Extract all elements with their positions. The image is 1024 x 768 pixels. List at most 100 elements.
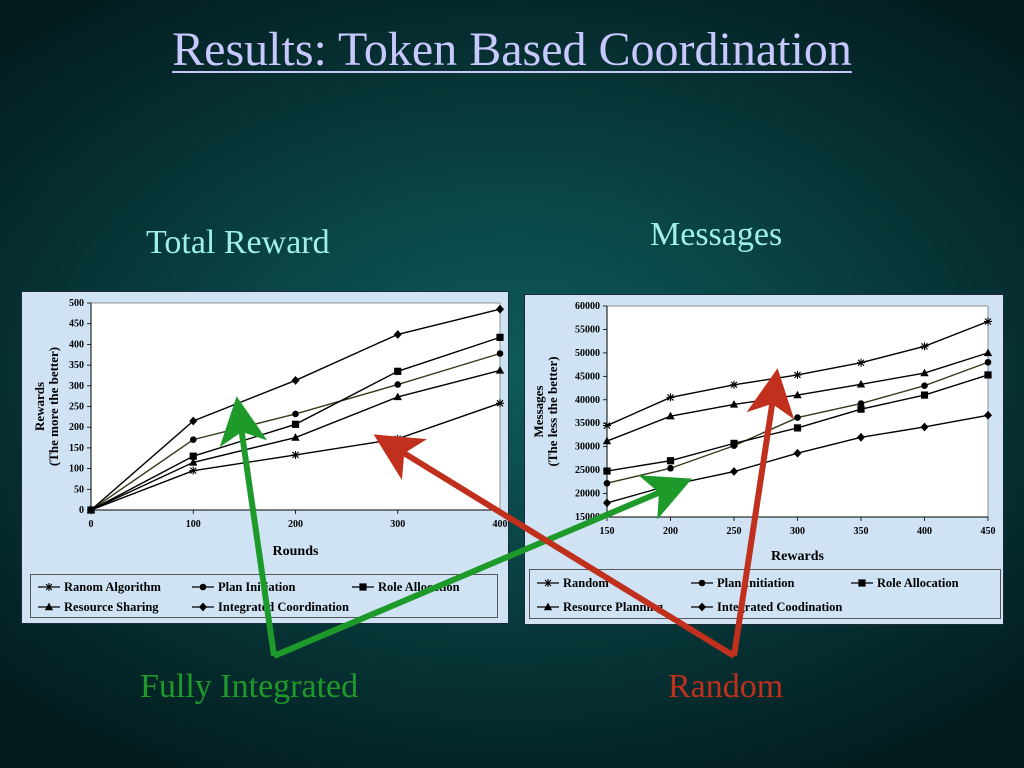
data-point	[984, 371, 992, 379]
data-point	[793, 448, 802, 458]
legend-item: Role Allocation	[351, 579, 460, 595]
data-point	[393, 434, 402, 443]
y-tick-label: 100	[69, 464, 84, 475]
legend-item: Role Allocation	[850, 575, 959, 591]
random-label: Random	[668, 668, 784, 705]
y-tick-label: 45000	[575, 371, 600, 382]
y-tick-label: 450	[69, 319, 84, 330]
x-axis-label: Rounds	[273, 544, 319, 559]
y-tick-label: 25000	[575, 465, 600, 476]
series-triangle	[602, 348, 993, 445]
y-tick-label: 20000	[575, 489, 600, 500]
legend-item: Ranom Algorithm	[37, 579, 161, 595]
legend-marker	[544, 579, 552, 587]
total-reward-heading: Total Reward	[146, 224, 330, 261]
data-point	[920, 422, 929, 432]
legend-marker	[45, 583, 53, 591]
data-point	[291, 450, 300, 459]
data-point	[857, 400, 865, 407]
y-axis-label: (The more the better)	[46, 347, 61, 466]
data-point	[920, 342, 929, 351]
data-point	[920, 368, 929, 377]
legend-item: Integrated Coodination	[690, 599, 842, 615]
data-point	[920, 391, 929, 399]
x-axis-label: Rewards	[771, 549, 824, 564]
legend-swatch	[537, 579, 559, 587]
plot-area	[90, 302, 501, 511]
x-tick-label: 450	[981, 526, 996, 537]
data-point	[603, 421, 611, 430]
y-axis-label: Messages	[531, 386, 546, 438]
legend-swatch	[192, 583, 214, 591]
legend-swatch	[352, 583, 374, 591]
data-point	[603, 467, 611, 475]
y-tick-label: 60000	[575, 301, 600, 312]
legend-swatch	[38, 602, 60, 611]
messages-legend: Random Plan Initiation Role Allocation R…	[529, 569, 1001, 619]
series-circle	[87, 350, 504, 514]
data-point	[857, 358, 865, 367]
data-point	[794, 414, 801, 421]
legend-item: Resource Planning	[536, 599, 663, 615]
x-tick-label: 400	[917, 526, 932, 537]
legend-marker	[359, 583, 367, 591]
data-point	[292, 410, 299, 418]
x-tick-label: 400	[493, 519, 508, 530]
data-point	[730, 380, 738, 389]
legend-swatch	[691, 602, 713, 612]
data-point	[856, 379, 866, 388]
data-point	[666, 457, 675, 465]
data-point	[730, 439, 738, 447]
data-point	[291, 420, 300, 428]
data-point	[984, 317, 992, 326]
data-point	[394, 381, 402, 388]
legend-marker	[199, 602, 207, 612]
x-tick-label: 250	[727, 526, 742, 537]
x-tick-label: 350	[854, 526, 869, 537]
legend-swatch	[38, 583, 60, 591]
data-point	[857, 432, 865, 442]
data-point	[291, 376, 300, 385]
legend-swatch	[192, 602, 214, 612]
data-point	[189, 416, 198, 426]
legend-marker	[698, 602, 706, 612]
data-point	[496, 333, 504, 341]
data-point	[496, 399, 504, 408]
legend-swatch	[691, 579, 713, 587]
legend-item: Resource Sharing	[37, 599, 159, 615]
data-point	[984, 410, 992, 420]
series-diamond	[87, 304, 504, 515]
x-tick-label: 300	[790, 526, 805, 537]
y-tick-label: 0	[79, 505, 84, 516]
y-tick-label: 300	[69, 381, 84, 392]
slide-title: Results: Token Based Coordination	[172, 23, 852, 76]
total-reward-legend: Ranom Algorithm Plan Initiation Role All…	[30, 574, 498, 618]
x-tick-label: 150	[600, 526, 615, 537]
data-point	[793, 390, 802, 399]
data-point	[496, 304, 504, 314]
legend-item: Plan Initiation	[690, 575, 794, 591]
plot-area	[606, 305, 989, 518]
data-point	[603, 479, 611, 487]
y-tick-label: 200	[69, 422, 84, 433]
data-point	[394, 367, 402, 375]
legend-marker	[698, 579, 706, 587]
data-point	[189, 436, 197, 443]
data-point	[921, 382, 928, 390]
legend-marker	[44, 602, 54, 611]
legend-item: Random	[536, 575, 609, 591]
legend-swatch	[851, 579, 873, 587]
legend-marker	[199, 583, 207, 591]
legend-item: Plan Initiation	[191, 579, 295, 595]
y-tick-label: 50	[74, 484, 84, 495]
data-point	[666, 393, 675, 402]
messages-heading: Messages	[650, 216, 783, 253]
y-tick-label: 150	[69, 443, 84, 454]
y-axis-label: Rewards	[32, 382, 47, 431]
x-tick-label: 300	[390, 519, 405, 530]
x-tick-label: 200	[288, 519, 303, 530]
y-tick-label: 35000	[575, 418, 600, 429]
legend-marker	[858, 579, 866, 587]
data-point	[495, 366, 505, 374]
